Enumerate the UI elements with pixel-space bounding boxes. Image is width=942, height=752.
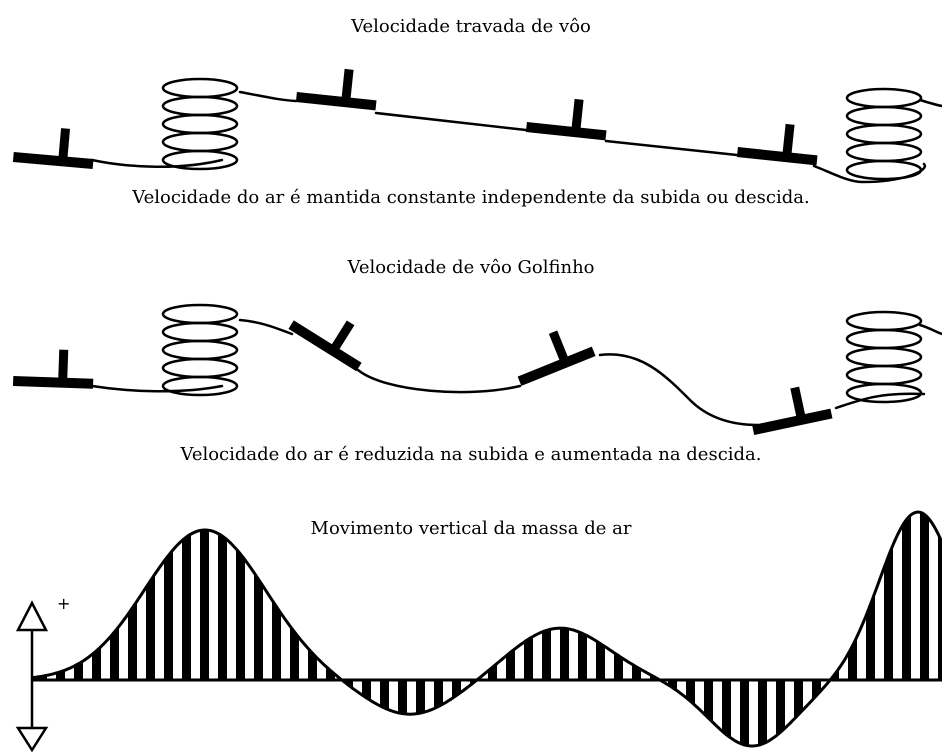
panel-3-title: Movimento vertical da massa de ar: [310, 518, 632, 539]
thermal-spiral-icon: [161, 303, 239, 397]
thermal-spiral-icon: [845, 87, 923, 181]
glider-icon: [517, 330, 596, 386]
vertical-axis: [15, 600, 49, 752]
glider-icon: [12, 349, 94, 389]
up-arrow-icon: [15, 600, 49, 632]
axis-plus-label: +: [57, 594, 70, 613]
glider-icon: [288, 320, 362, 372]
panel-2-caption: Velocidade do ar é reduzida na subida e …: [180, 444, 762, 465]
air-mass-wave-curve: [31, 510, 942, 748]
glider-icon: [525, 98, 607, 141]
panel-2-flight-path: [90, 318, 942, 427]
down-arrow-icon: [15, 726, 49, 752]
panel-1-caption: Velocidade do ar é mantida constante ind…: [132, 187, 810, 208]
air-mass-wave: [31, 510, 942, 748]
thermal-spiral-icon: [161, 77, 239, 171]
glider-icon: [12, 128, 94, 169]
panel-2-title: Velocidade de vôo Golfinho: [347, 257, 595, 278]
panel-1-title: Velocidade travada de vôo: [351, 16, 591, 37]
glider-icon: [295, 68, 377, 111]
air-mass-wave-fill: [32, 512, 942, 746]
glider-icon: [752, 386, 833, 435]
glider-icon: [736, 123, 818, 166]
thermal-spiral-icon: [845, 310, 923, 404]
